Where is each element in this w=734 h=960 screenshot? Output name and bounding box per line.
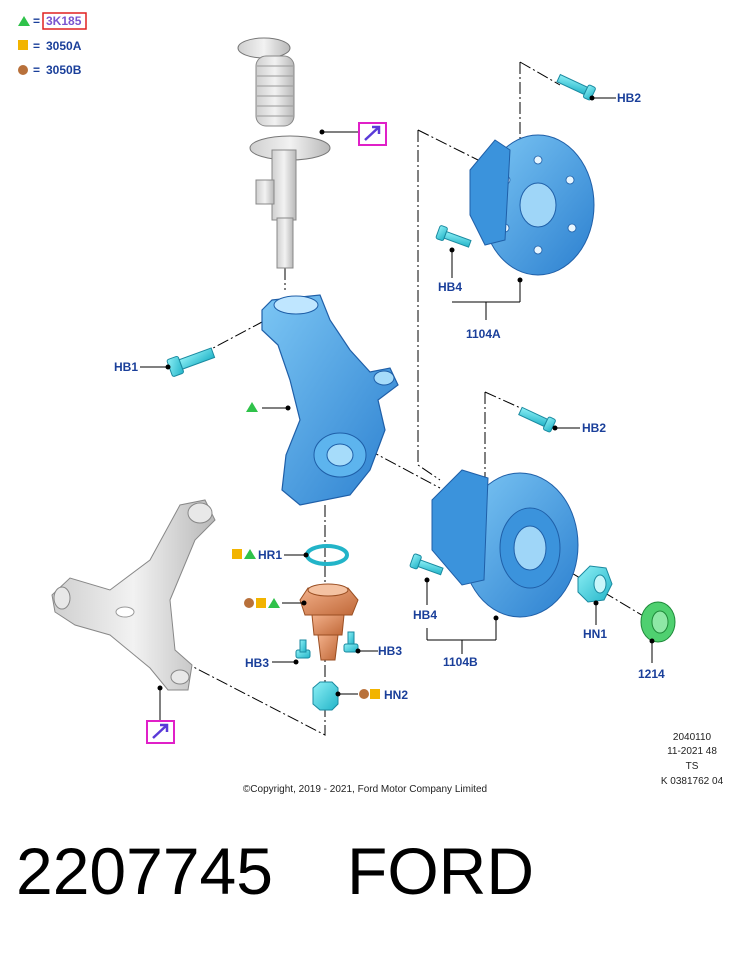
1104b-bracket [424, 577, 499, 654]
lower-control-arm[interactable] [51, 499, 216, 691]
knuckle-marker [246, 402, 291, 412]
strut-leader [319, 129, 358, 135]
meta-line-4: K 0381762 04 [661, 776, 724, 787]
hb3-left-leader [272, 659, 299, 665]
steering-knuckle[interactable] [261, 294, 399, 506]
hr1-leader [232, 549, 309, 559]
label-hn1[interactable]: HN1 [583, 627, 607, 641]
label-hb1[interactable]: HB1 [114, 360, 138, 374]
1214-leader [649, 638, 655, 663]
legend-highlight-box [42, 12, 87, 30]
meta-line-1: 2040110 [673, 732, 712, 743]
hb2-top-leader [589, 95, 616, 101]
part-number: 2207745 [16, 834, 273, 908]
label-hb2-top[interactable]: HB2 [617, 91, 641, 105]
label-hb2-mid[interactable]: HB2 [582, 421, 606, 435]
label-hb4-bottom[interactable]: HB4 [413, 608, 437, 622]
hb3-right-bolt[interactable] [343, 631, 359, 653]
hn1-nut[interactable] [577, 565, 613, 603]
hb3-left-bolt[interactable] [295, 639, 311, 659]
note-icon-strut[interactable] [358, 122, 387, 146]
brown-circle-icon [18, 65, 28, 75]
hb1-bolt[interactable] [166, 344, 216, 377]
hb2-top-bolt[interactable] [556, 72, 596, 101]
hb3-right-leader [355, 648, 378, 654]
ball-joint-markers [244, 598, 307, 608]
1104a-bracket [449, 247, 523, 320]
brand-name: FORD [347, 834, 534, 908]
strut-assembly[interactable] [237, 37, 331, 269]
hub-1104a[interactable] [469, 134, 595, 276]
hn2-leader [335, 689, 380, 699]
hn1-leader [593, 600, 599, 625]
hb4-bottom-stud[interactable] [409, 553, 445, 577]
legend: = 3K185 = 3050A = 3050B [18, 12, 87, 77]
legend-eq-1: = [33, 14, 40, 28]
label-hb3-left[interactable]: HB3 [245, 656, 269, 670]
label-1214[interactable]: 1214 [638, 667, 665, 681]
meta-line-3: TS [686, 761, 699, 772]
green-triangle-icon [18, 16, 30, 26]
legend-code-3k185[interactable]: 3K185 [46, 14, 82, 28]
copyright-text: ©Copyright, 2019 - 2021, Ford Motor Comp… [243, 784, 487, 795]
note-icon-arm[interactable] [146, 720, 175, 744]
hb1-leader [140, 364, 171, 370]
label-1104b[interactable]: 1104B [443, 655, 478, 669]
label-hr1[interactable]: HR1 [258, 548, 282, 562]
label-1104a[interactable]: 1104A [466, 327, 501, 341]
label-hb3-right[interactable]: HB3 [378, 644, 402, 658]
legend-eq-2: = [33, 39, 40, 53]
hub-1104b[interactable] [431, 469, 579, 618]
ball-joint[interactable] [299, 583, 359, 661]
label-hb4-top[interactable]: HB4 [438, 280, 462, 294]
drawing-meta: 2040110 11-2021 48 TS K 0381762 04 [661, 732, 724, 787]
hr1-snap-ring[interactable] [305, 544, 349, 566]
hn2-nut[interactable] [312, 681, 339, 711]
hb2-mid-bolt[interactable] [517, 405, 556, 433]
legend-eq-3: = [33, 63, 40, 77]
arm-leader [157, 685, 163, 720]
legend-code-3050b[interactable]: 3050B [46, 63, 82, 77]
hb2-mid-leader [552, 425, 580, 431]
hb4-top-stud[interactable] [435, 225, 473, 250]
legend-code-3050a[interactable]: 3050A [46, 39, 82, 53]
label-hn2[interactable]: HN2 [384, 688, 408, 702]
meta-line-2: 11-2021 48 [667, 746, 717, 757]
orange-square-icon [18, 40, 28, 50]
cap-1214[interactable] [640, 601, 676, 643]
